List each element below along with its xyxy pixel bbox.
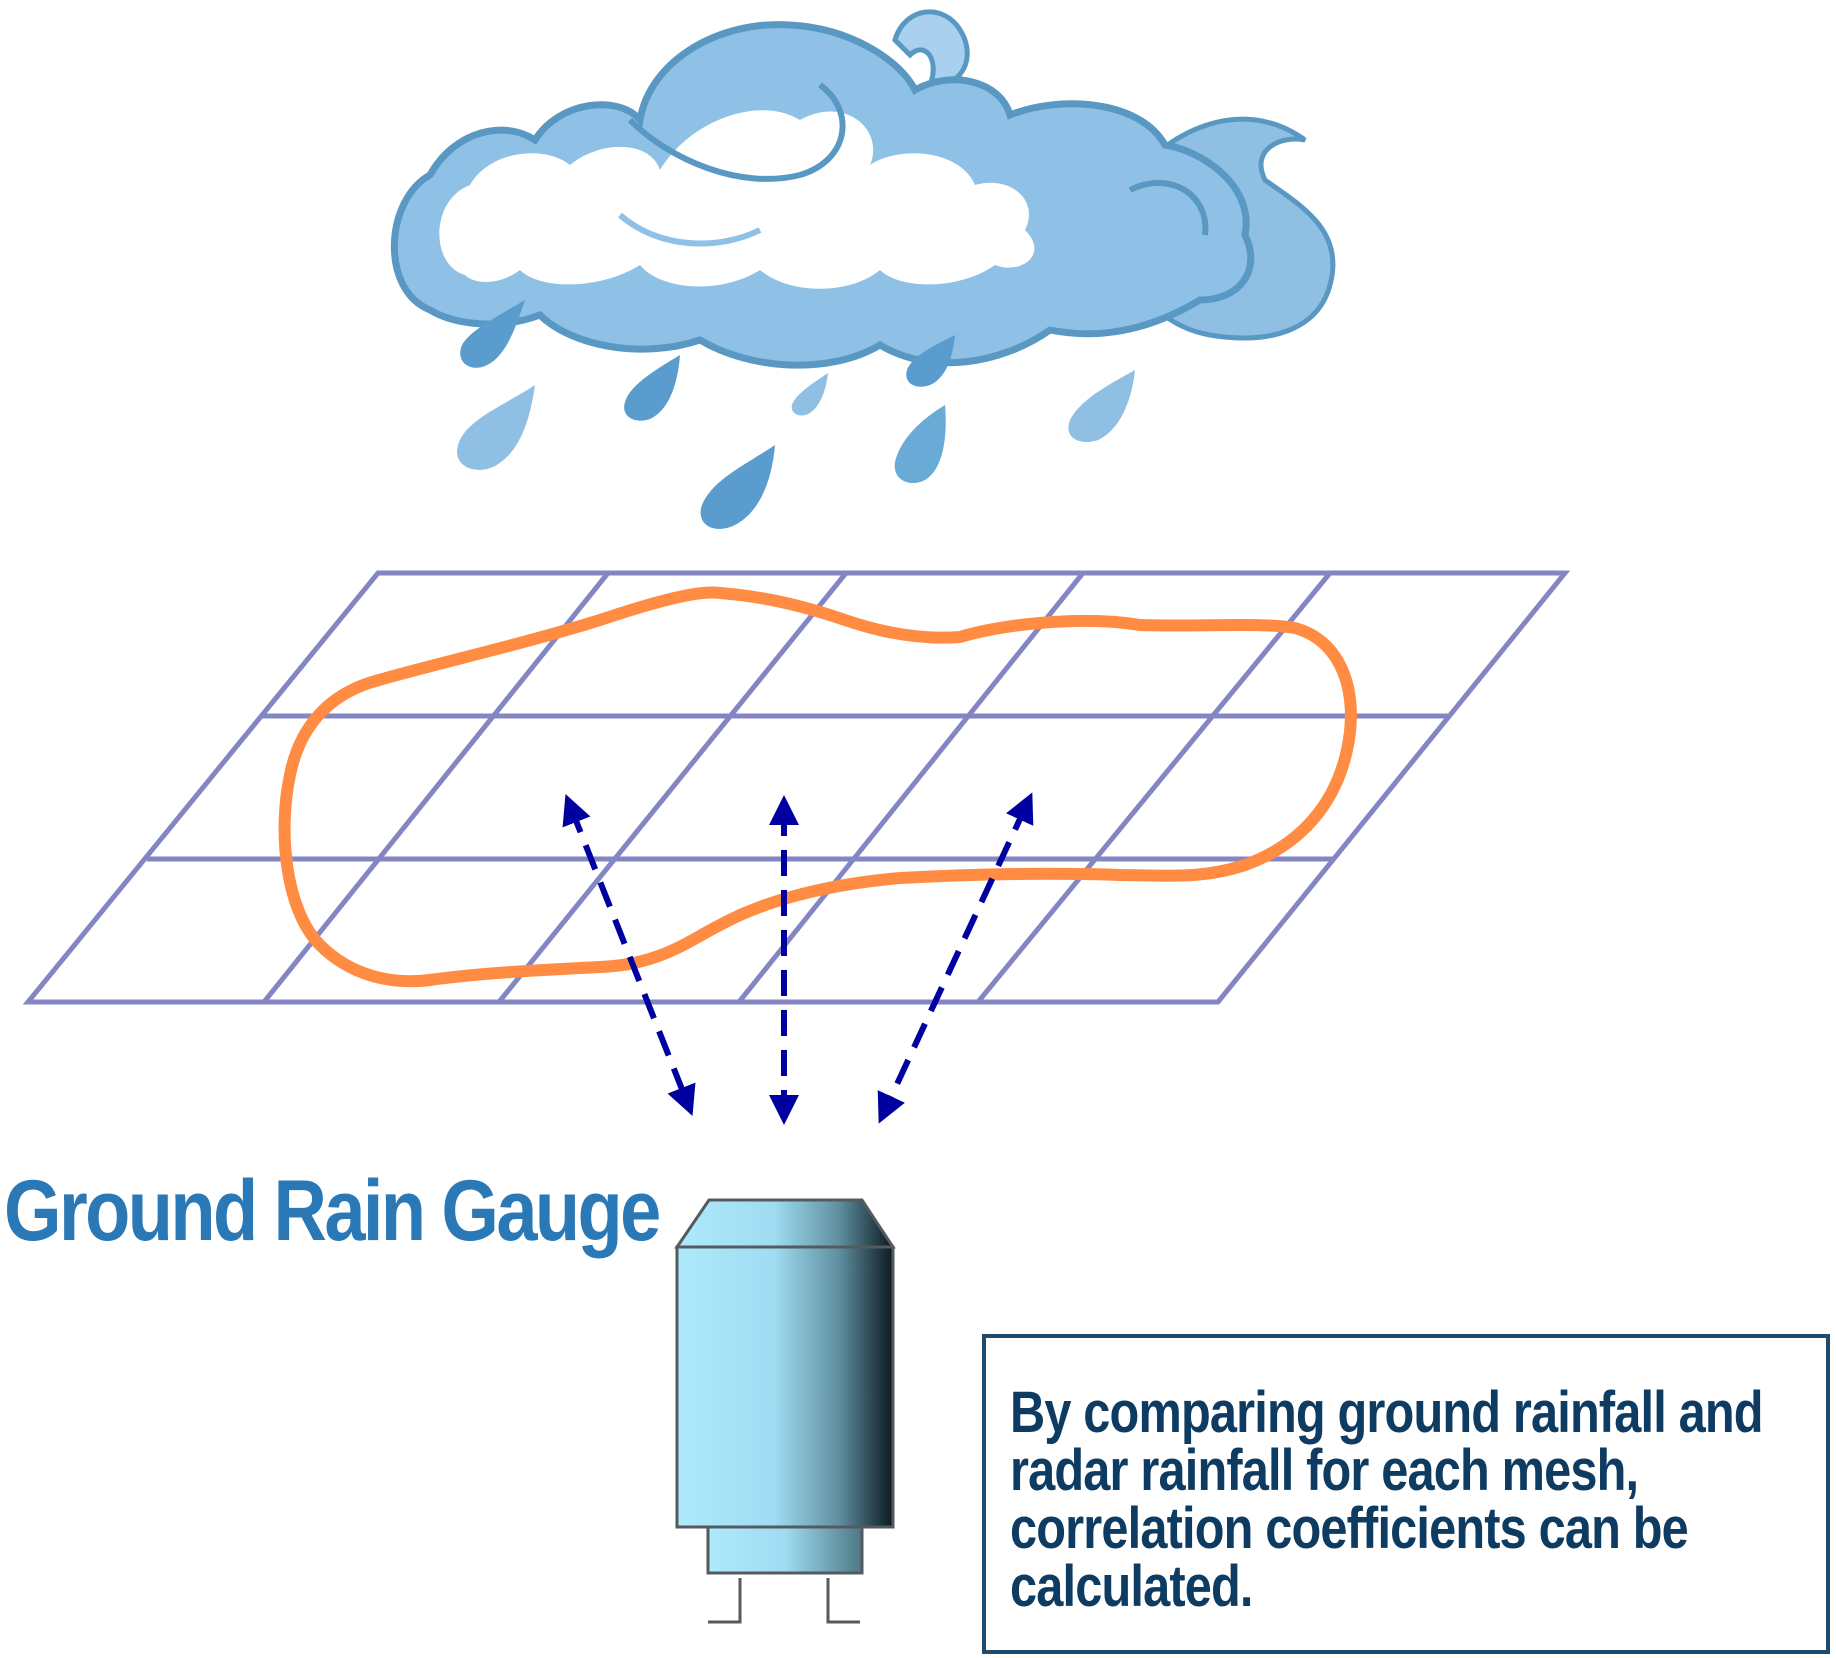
grid-col-line <box>497 571 848 1004</box>
cloud-swirl <box>618 212 762 247</box>
cloud-swirl <box>1128 179 1209 236</box>
gauge-base <box>706 1525 864 1575</box>
gauge-cap <box>674 1198 896 1249</box>
grid-col-line <box>976 571 1332 1004</box>
raindrops <box>457 300 1135 529</box>
raindrop-icon <box>700 445 775 529</box>
cloud-highlight <box>439 110 1035 289</box>
raindrop-icon <box>906 335 955 387</box>
cloud-swirl <box>627 82 846 182</box>
raindrop-icon <box>894 405 946 484</box>
rain-gauge-icon <box>674 1198 896 1624</box>
gauge-body <box>675 1245 895 1529</box>
arrow-left[interactable] <box>562 794 696 1116</box>
raindrop-icon <box>457 385 535 470</box>
gauge-leg-right <box>826 1578 860 1624</box>
cloud-back-puff <box>892 9 970 89</box>
cloud-icon <box>390 9 1336 369</box>
grid-outline <box>22 570 1571 1005</box>
arrow-right[interactable] <box>877 792 1034 1124</box>
explanation-box: By comparing ground rainfall and radar r… <box>982 1334 1830 1654</box>
gauge-leg-left <box>708 1578 742 1624</box>
correlation-arrows <box>562 792 1034 1125</box>
raindrop-icon <box>791 373 828 416</box>
rain-area-contour <box>278 586 1357 988</box>
grid-col-line <box>262 571 610 1004</box>
explanation-text: By comparing ground rainfall and radar r… <box>1010 1380 1764 1619</box>
ground-rain-gauge-label: Ground Rain Gauge <box>4 1163 661 1259</box>
raindrop-icon <box>460 300 525 368</box>
raindrop-icon <box>624 355 680 421</box>
raindrop-icon <box>1068 370 1135 442</box>
